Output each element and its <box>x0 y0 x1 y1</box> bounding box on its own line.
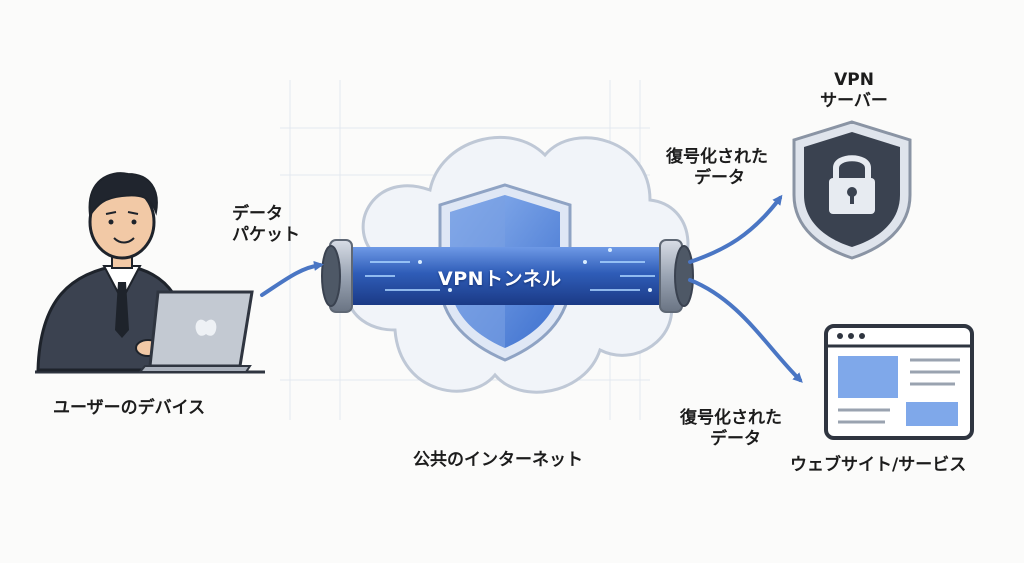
website-service-label: ウェブサイト/サービス <box>790 455 967 475</box>
arrow-to-tunnel <box>260 260 324 297</box>
arrow-to-vpn-server <box>688 194 783 264</box>
vpn-tunnel <box>321 239 694 313</box>
browser-window-icon <box>824 324 974 440</box>
vpn-server-line-2: サーバー <box>820 91 888 112</box>
decrypted-top-line-1: 復号化された <box>666 147 768 167</box>
decrypted-bottom-line-1: 復号化された <box>680 408 782 428</box>
decrypted-data-top-label: 復号化された データ <box>666 147 768 190</box>
public-internet-label: 公共のインターネット <box>413 450 583 470</box>
decrypted-top-line-2: データ <box>694 168 745 189</box>
vpn-server-label: VPN サーバー <box>812 70 896 113</box>
data-packet-label: データ パケット <box>232 204 300 247</box>
vpn-tunnel-label: VPNトンネル <box>438 268 562 290</box>
decrypted-data-bottom-label: 復号化された データ <box>680 408 782 451</box>
arrows <box>260 194 803 383</box>
person-with-laptop-icon <box>35 172 265 374</box>
lock-shield-icon <box>792 120 912 260</box>
data-packet-line-2: パケット <box>232 225 300 246</box>
user-device-label: ユーザーのデバイス <box>53 398 206 418</box>
vpn-server-line-1: VPN <box>834 70 874 90</box>
decrypted-bottom-line-2: データ <box>710 429 761 450</box>
data-packet-line-1: データ <box>232 204 283 224</box>
arrow-to-website <box>688 278 803 383</box>
